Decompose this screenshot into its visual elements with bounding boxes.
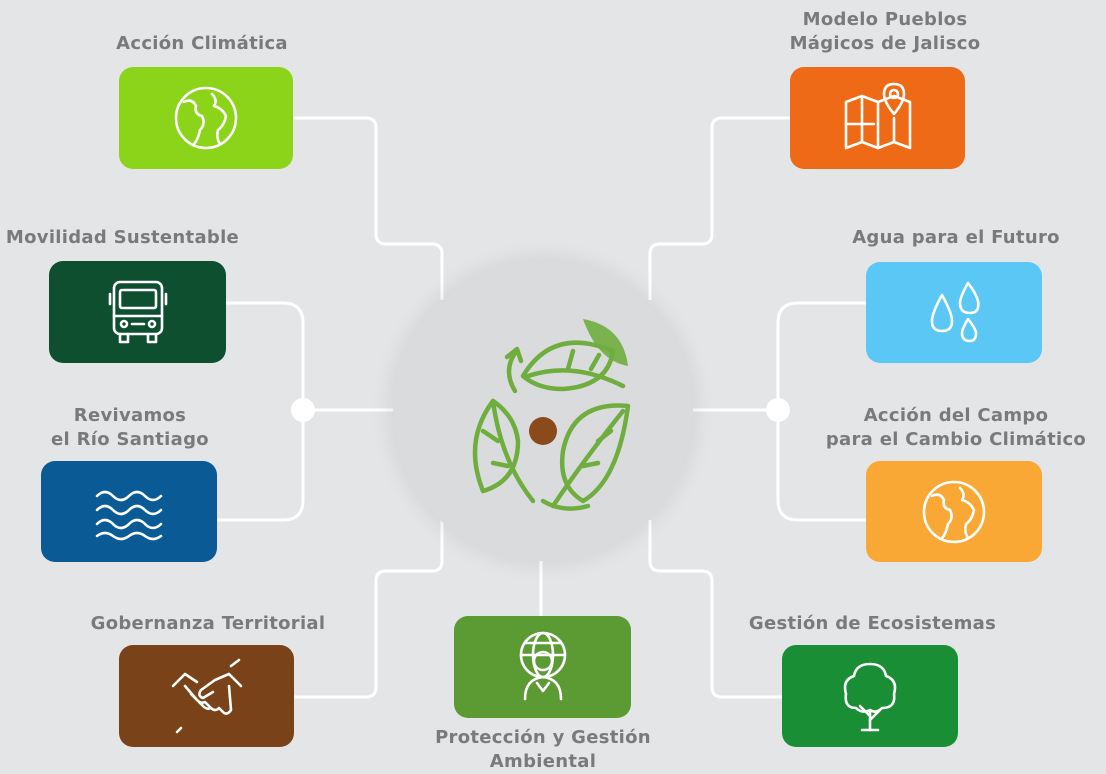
tile-agua-para-el-futuro[interactable] — [866, 262, 1042, 363]
globe-icon — [174, 86, 238, 150]
tile-gestion-ecosistemas[interactable] — [782, 645, 958, 747]
label-revivamos-rio-santiago: Revivamos el Río Santiago — [51, 405, 209, 450]
tile-accion-climatica[interactable] — [119, 67, 293, 169]
label-gestion-ecosistemas: Gestión de Ecosistemas — [748, 613, 997, 634]
water-drops-icon — [930, 281, 980, 342]
label-pueblos-magicos: Modelo Pueblos Mágicos de Jalisco — [789, 9, 981, 54]
waves-icon — [95, 490, 163, 540]
label-accion-climatica: Acción Climática — [116, 33, 288, 54]
tile-proteccion-gestion-ambiental[interactable] — [454, 616, 631, 718]
tile-movilidad-sustentable[interactable] — [49, 261, 226, 363]
center-circle — [393, 261, 693, 561]
handshake-icon — [171, 658, 242, 734]
tile-gobernanza-territorial[interactable] — [119, 645, 294, 747]
recycle-leaves-icon — [472, 319, 631, 511]
globe-icon — [922, 480, 986, 543]
label-gobernanza-territorial: Gobernanza Territorial — [90, 613, 326, 634]
label-movilidad-sustentable: Movilidad Sustentable — [5, 227, 240, 248]
tile-revivamos-rio-santiago[interactable] — [41, 461, 217, 562]
person-globe-icon — [519, 631, 566, 701]
bus-icon — [108, 280, 167, 344]
map-pin-icon — [844, 82, 911, 150]
tile-accion-del-campo[interactable] — [866, 461, 1042, 562]
label-accion-del-campo: Acción del Campo para el Cambio Climátic… — [825, 405, 1087, 450]
label-proteccion-gestion-ambiental: Protección y Gestión Ambiental — [435, 727, 651, 772]
label-agua-para-el-futuro: Agua para el Futuro — [852, 227, 1060, 248]
tile-pueblos-magicos[interactable] — [790, 67, 965, 169]
tree-icon — [843, 662, 897, 732]
